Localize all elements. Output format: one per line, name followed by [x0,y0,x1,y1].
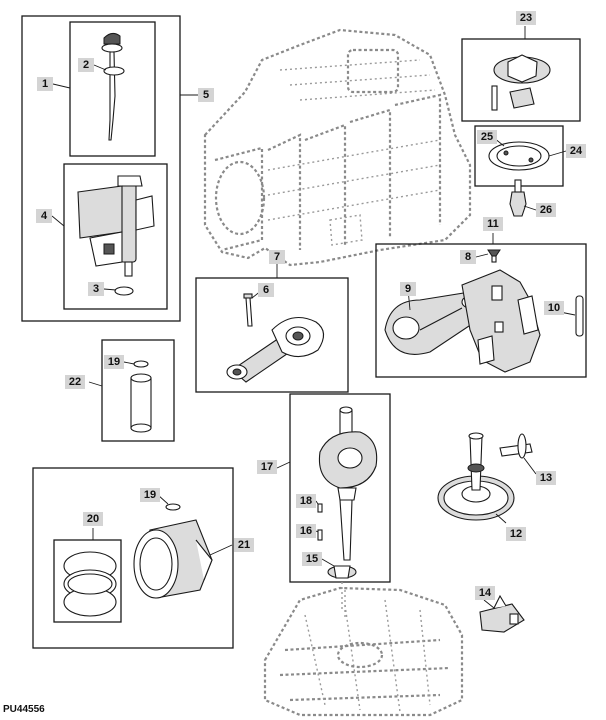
svg-text:15: 15 [306,553,318,565]
callout-24: 24 [566,144,586,158]
clip-19-lower-part [165,503,181,511]
piston-rings-20-part [63,551,117,617]
callout-23: 23 [516,11,536,25]
svg-text:11: 11 [487,218,499,230]
key-18-part [317,503,323,513]
rod-bolt-part [243,293,253,327]
cover-24-part [488,141,550,171]
callout-9: 9 [400,282,416,296]
tube-22-part [130,373,152,433]
callout-16: 16 [296,524,316,538]
svg-text:19: 19 [144,489,156,501]
svg-text:7: 7 [274,251,280,263]
svg-text:16: 16 [300,525,312,537]
svg-text:19: 19 [108,356,120,368]
gear-15-part [327,565,357,610]
svg-text:23: 23 [520,12,532,24]
group-box-5 [21,15,181,322]
key-16-part [317,529,323,541]
engine-block-outline [203,28,472,267]
sensor-14-part [479,594,525,633]
svg-text:25: 25 [481,131,493,143]
callout-22: 22 [65,375,85,389]
svg-text:6: 6 [263,284,269,296]
svg-text:26: 26 [540,204,552,216]
dipstick-part [101,32,123,141]
svg-text:12: 12 [510,528,522,540]
callout-4: 4 [36,209,52,223]
group-box-7 [195,277,349,393]
svg-text:17: 17 [261,461,273,473]
svg-text:14: 14 [479,587,492,599]
callout-17: 17 [257,460,277,474]
group-box-23 [461,38,581,122]
svg-text:24: 24 [570,145,583,157]
callout-3: 3 [88,282,104,296]
callout-1: 1 [37,77,53,91]
callout-21: 21 [234,538,254,552]
svg-text:1: 1 [42,78,48,90]
clip-19-upper-part [133,360,149,368]
svg-text:8: 8 [465,251,471,263]
svg-text:3: 3 [93,283,99,295]
group-box-21 [32,467,234,649]
callout-19-lower: 19 [140,488,160,502]
tappet-13-part [499,433,533,459]
o-ring-2-part [103,66,125,76]
callout-8: 8 [460,250,476,264]
group-box-22 [101,339,175,442]
screw-8-part [487,249,501,263]
svg-text:20: 20 [87,513,99,525]
callout-7: 7 [269,250,285,264]
callout-6: 6 [258,283,274,297]
o-ring-3-part [114,286,134,296]
group-box-1 [69,21,156,157]
cam-gear-12-part [437,432,515,521]
svg-text:13: 13 [540,472,552,484]
svg-text:5: 5 [203,89,209,101]
svg-text:21: 21 [238,539,250,551]
group-box-20 [53,539,122,623]
callout-10: 10 [544,301,564,315]
piston-21-part [133,519,213,599]
svg-text:2: 2 [83,59,89,71]
bracket-9-part [384,291,479,355]
callout-14: 14 [475,586,495,600]
group-box-4 [63,163,168,310]
callout-26: 26 [536,203,556,217]
callout-2: 2 [78,58,94,72]
callout-12: 12 [506,527,526,541]
figure-code: PU44556 [3,704,45,715]
callout-5: 5 [198,88,214,102]
callout-11: 11 [483,217,503,231]
crankcase-outline [263,586,464,717]
balancer-10-housing-part [461,269,541,373]
callout-18: 18 [296,494,316,508]
svg-text:22: 22 [69,376,81,388]
callout-13: 13 [536,471,556,485]
callout-20: 20 [83,512,103,526]
sensor-26-part [509,179,527,217]
callout-19-upper: 19 [104,355,124,369]
rotor-23-part [491,54,551,111]
group-box-17 [289,393,391,583]
connecting-rod-part [226,316,325,383]
svg-text:9: 9 [405,283,411,295]
callout-15: 15 [302,552,322,566]
svg-text:18: 18 [300,495,312,507]
pin-10-part [575,295,584,337]
svg-text:4: 4 [41,210,48,222]
callout-25: 25 [477,130,497,144]
svg-text:10: 10 [548,302,560,314]
crankshaft-17-part [318,406,378,561]
dipstick-tube-part [77,175,155,277]
group-box-11 [375,243,587,378]
